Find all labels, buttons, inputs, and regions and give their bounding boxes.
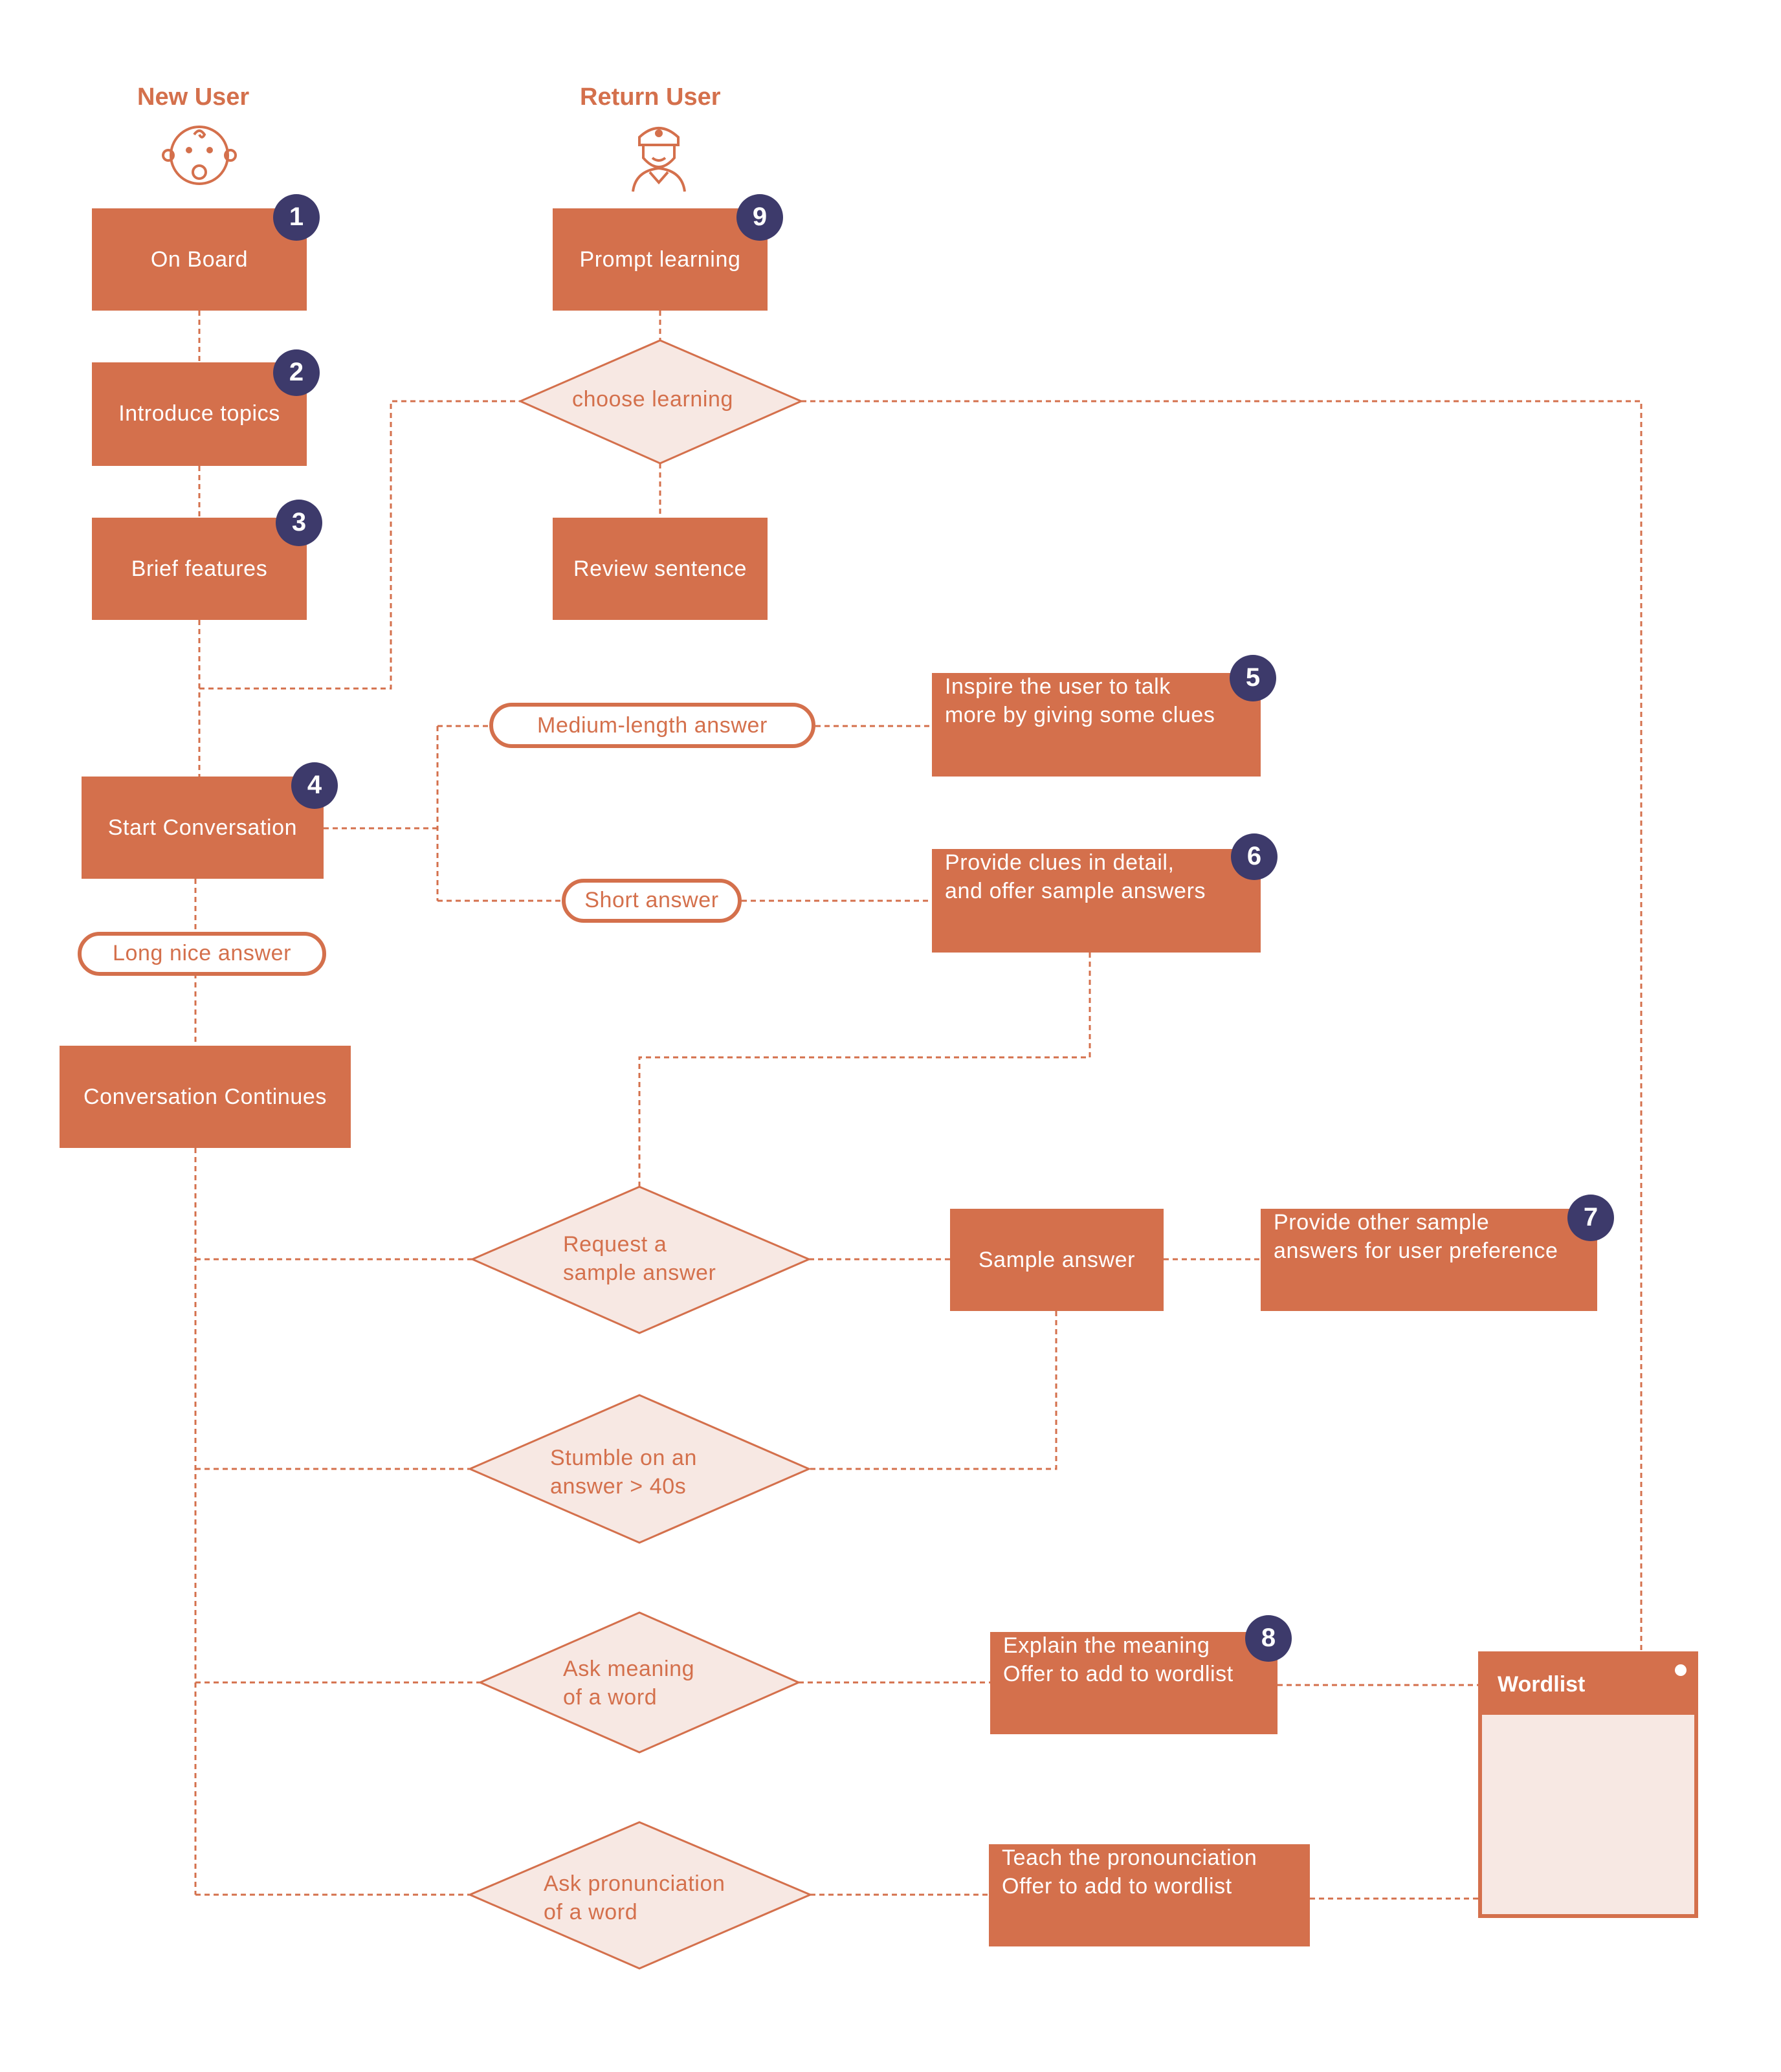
choose-learning-text: choose learning [572, 387, 734, 412]
inspire-line-1: Inspire the user to talk [945, 674, 1171, 699]
other-samples-line-2: answers for user preference [1274, 1239, 1558, 1263]
wordlist-dot-icon [1675, 1664, 1687, 1676]
ask-meaning-text: Ask meaning of a word [563, 1657, 695, 1710]
step-badge-1: 1 [273, 194, 320, 241]
explain-line-1: Explain the meaning [1003, 1633, 1210, 1658]
sample-answer-box: Sample answer [950, 1209, 1164, 1311]
brief-features-box: Brief features [92, 518, 307, 620]
prompt-learning-label: Prompt learning [579, 247, 741, 271]
other-samples-box: Provide other sample answers for user pr… [1261, 1209, 1597, 1311]
medium-answer-pill: Medium-length answer [489, 703, 815, 748]
request-sample-text: Request a sample answer [563, 1232, 716, 1285]
long-answer-pill: Long nice answer [78, 932, 326, 976]
explain-meaning-box: Explain the meaning Offer to add to word… [990, 1632, 1278, 1734]
review-sentence-label: Review sentence [573, 556, 747, 580]
long-answer-label: Long nice answer [112, 941, 292, 965]
step-badge-7: 7 [1567, 1195, 1614, 1241]
teach-line-1: Teach the pronounciation [1002, 1846, 1257, 1870]
on-board-label: On Board [150, 247, 249, 271]
medium-answer-label: Medium-length answer [537, 712, 768, 737]
provide-clues-line-1: Provide clues in detail, [945, 850, 1175, 875]
on-board-box: On Board [92, 208, 307, 311]
conversation-continues-box: Conversation Continues [60, 1046, 351, 1148]
inspire-user-box: Inspire the user to talk more by giving … [932, 673, 1261, 777]
sample-answer-label: Sample answer [978, 1247, 1136, 1272]
explain-line-2: Offer to add to wordlist [1003, 1662, 1233, 1686]
wordlist-title: Wordlist [1498, 1672, 1586, 1697]
prompt-learning-box: Prompt learning [553, 208, 768, 311]
step-badge-9: 9 [736, 194, 783, 241]
captain-icon [632, 127, 686, 192]
stumble-text: Stumble on an answer > 40s [550, 1446, 698, 1499]
diamond-stumble [467, 1394, 812, 1544]
start-conversation-label: Start Conversation [107, 815, 298, 839]
conversation-continues-label: Conversation Continues [83, 1084, 327, 1108]
step-badge-4: 4 [291, 762, 338, 809]
diamond-request-sample [470, 1185, 812, 1334]
review-sentence-box: Review sentence [553, 518, 768, 620]
diamond-ask-meaning [478, 1611, 801, 1754]
short-answer-pill: Short answer [562, 879, 742, 923]
ask-pronunciation-text: Ask pronunciation of a word [544, 1871, 725, 1924]
other-samples-line-1: Provide other sample [1274, 1210, 1490, 1235]
provide-clues-box: Provide clues in detail, and offer sampl… [932, 849, 1261, 953]
short-answer-label: Short answer [584, 888, 719, 912]
wordlist-header: Wordlist [1482, 1655, 1694, 1715]
provide-clues-line-2: and offer sample answers [945, 879, 1206, 903]
teach-pronunciation-box: Teach the pronounciation Offer to add to… [989, 1844, 1310, 1946]
baby-face-icon [162, 126, 237, 185]
new-user-heading: New User [137, 84, 250, 111]
return-user-heading: Return User [580, 84, 721, 111]
diamond-ask-pronunciation [467, 1821, 813, 1970]
step-badge-3: 3 [276, 500, 322, 546]
step-badge-6: 6 [1231, 833, 1278, 880]
wordlist-panel: Wordlist [1478, 1651, 1698, 1918]
step-badge-2: 2 [273, 349, 320, 396]
introduce-topics-label: Introduce topics [118, 401, 280, 426]
brief-features-label: Brief features [131, 556, 268, 580]
start-conversation-box: Start Conversation [82, 777, 324, 879]
inspire-line-2: more by giving some clues [945, 703, 1215, 727]
diamond-choose-learning [518, 339, 804, 465]
introduce-topics-box: Introduce topics [92, 362, 307, 466]
teach-line-2: Offer to add to wordlist [1002, 1874, 1232, 1899]
step-badge-5: 5 [1230, 655, 1276, 701]
step-badge-8: 8 [1245, 1615, 1292, 1662]
